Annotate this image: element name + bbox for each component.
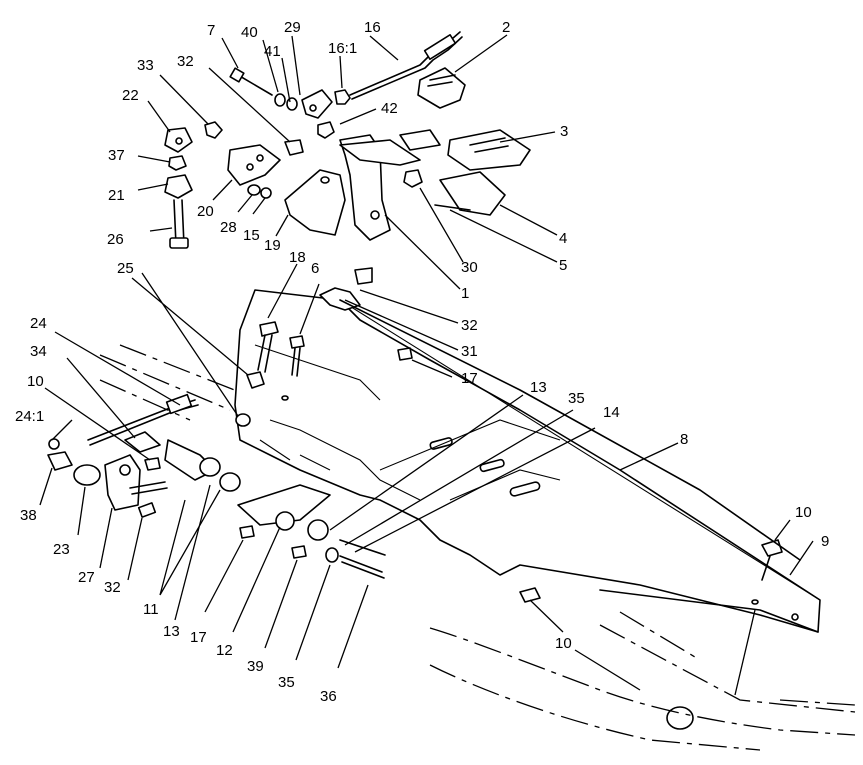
callout-30: 30 [461,259,478,276]
callout-24-1: 24:1 [15,408,44,425]
callout-4: 4 [559,230,567,247]
long-link-9 [339,299,819,633]
callout-22: 22 [122,87,139,104]
callout-31: 31 [461,343,478,360]
callout-34: 34 [30,343,47,360]
callout-8: 8 [680,431,688,448]
callout-1: 1 [461,285,469,302]
callout-3: 3 [560,123,568,140]
callout-23: 23 [53,541,70,558]
callout-16: 16 [364,19,381,36]
callout-17-mid: 17 [461,370,478,387]
callout-13-top: 13 [530,379,547,396]
callout-21: 21 [108,187,125,204]
callout-32-top: 32 [177,53,194,70]
callout-33: 33 [137,57,154,74]
callout-10-right: 10 [795,504,812,521]
bellcrank-assembly [227,134,421,241]
callout-2: 2 [502,19,510,36]
callout-17-low: 17 [190,629,207,646]
callout-32-mid: 32 [461,317,478,334]
callout-13-low: 13 [163,623,180,640]
callout-9: 9 [821,533,829,550]
callout-27: 27 [78,569,95,586]
fasteners [164,31,463,249]
callout-12: 12 [216,642,233,659]
frame-hole [666,706,694,730]
pedal-pad-2 [417,67,466,109]
pedal-parts [399,67,531,216]
callout-10-low: 10 [555,635,572,652]
callout-26: 26 [107,231,124,248]
callout-15: 15 [243,227,260,244]
callout-41: 41 [264,43,281,60]
callout-29: 29 [284,19,301,36]
callout-32-low: 32 [104,579,121,596]
callout-35-top: 35 [568,390,585,407]
pedal-bracket-4 [439,171,506,216]
vehicle-frame-outline [99,344,856,751]
callout-40: 40 [241,24,258,41]
callout-38: 38 [20,507,37,524]
callout-37: 37 [108,147,125,164]
callout-24: 24 [30,315,47,332]
callout-19: 19 [264,237,281,254]
callout-14: 14 [603,404,620,421]
callout-39: 39 [247,658,264,675]
callout-16-1: 16:1 [328,40,357,57]
callout-labels: 7 40 29 16 2 32 41 16:1 33 22 42 3 37 21… [15,19,829,705]
callout-28: 28 [220,219,237,236]
leader-lines [39,34,814,696]
lower-left-assembly [47,393,783,603]
callout-5: 5 [559,257,567,274]
callout-6: 6 [311,260,319,277]
callout-25: 25 [117,260,134,277]
callout-36: 36 [320,688,337,705]
callout-42: 42 [381,100,398,117]
callout-10-left: 10 [27,373,44,390]
main-plate-8 [234,289,821,633]
callout-11: 11 [143,601,159,618]
callout-20: 20 [197,203,214,220]
callout-7: 7 [207,22,215,39]
callout-35-low: 35 [278,674,295,691]
callout-18: 18 [289,249,306,266]
